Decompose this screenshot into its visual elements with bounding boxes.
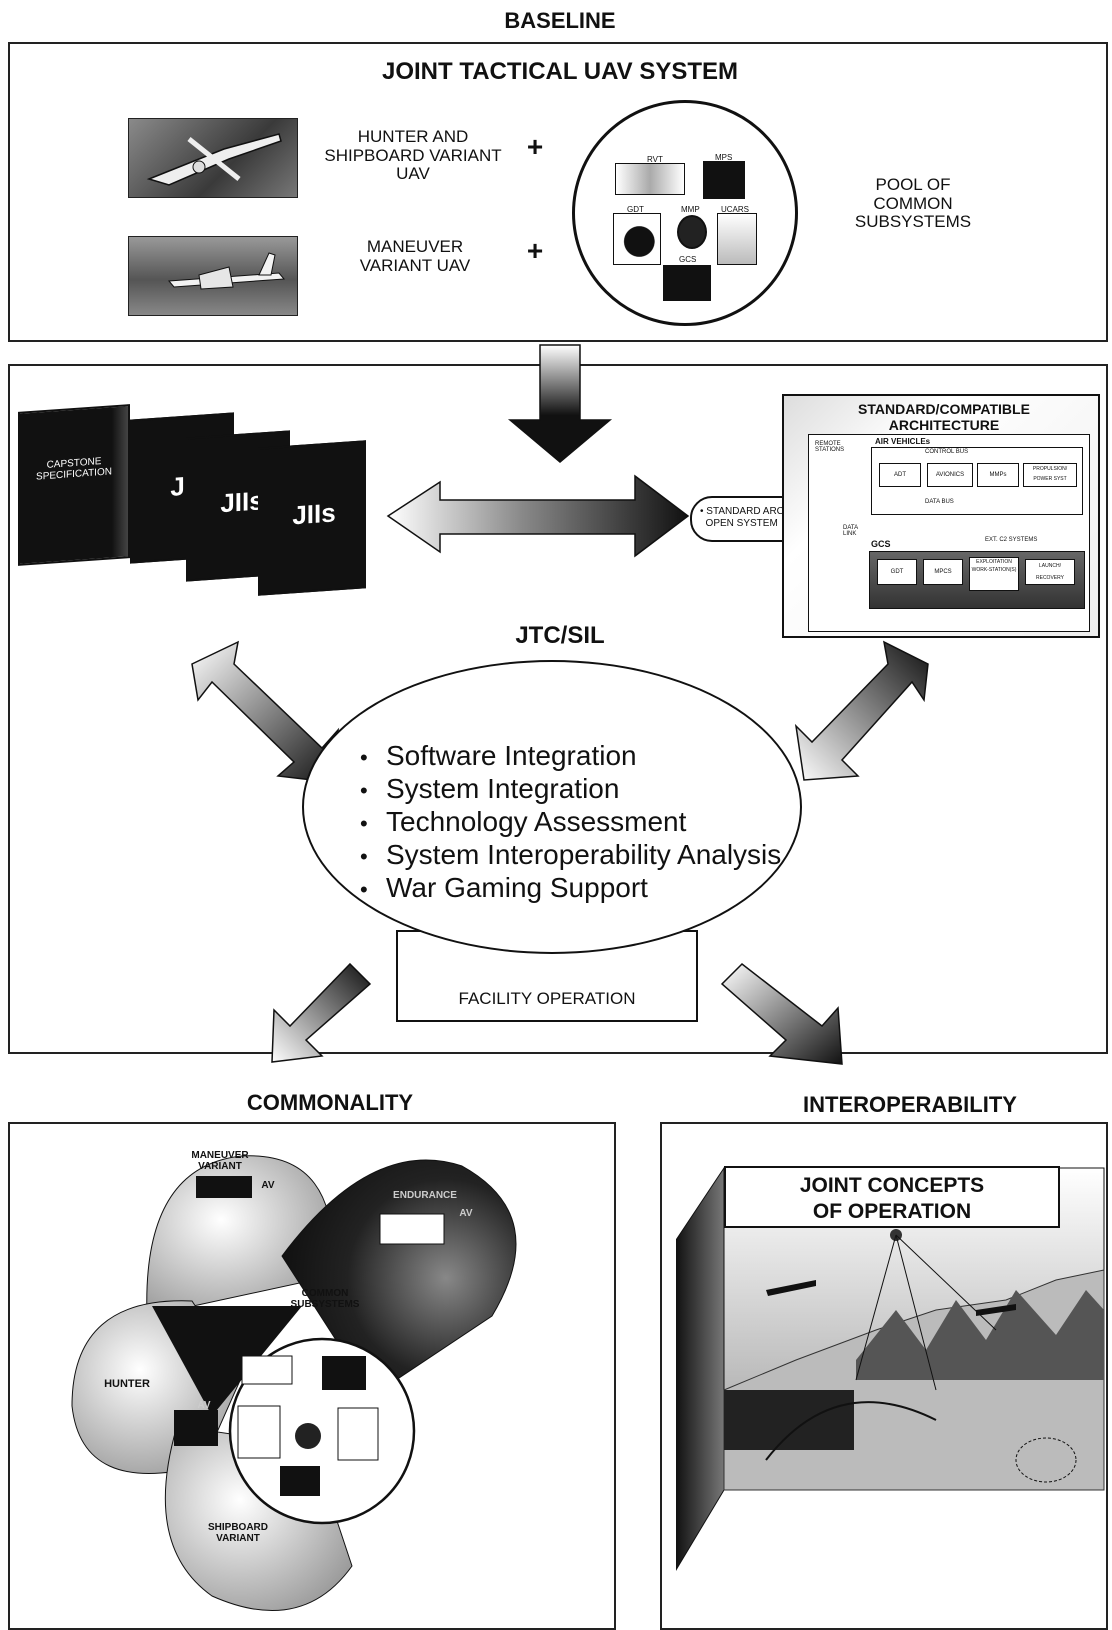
scene-uav-2	[976, 1304, 1016, 1316]
subsystem-pool-circle: RVT MPS GDT MMP UCARS GCS	[572, 100, 798, 326]
activity-item: •War Gaming Support	[360, 872, 648, 903]
activity-item: •Software Integration	[360, 740, 637, 771]
air-vehicles-box	[871, 447, 1083, 515]
arch-inner: REMOTE STATIONS AIR VEHICLEs CONTROL BUS…	[808, 434, 1090, 632]
av-box-mmps: MMPs	[977, 463, 1019, 487]
hunter-aircraft-image	[128, 118, 298, 198]
capstone-book: CAPSTONE SPECIFICATION	[18, 404, 130, 566]
jiis-book-3-label: JIIs	[292, 497, 336, 531]
facility-operation-label: FACILITY OPERATION	[458, 989, 636, 1008]
gcs-box-exploitation: EXPLOITATION WORK-STATION(S)	[969, 557, 1019, 591]
rvt-label: RVT	[647, 155, 663, 164]
ucars-label: UCARS	[721, 205, 750, 214]
activity-item: •System Interoperability Analysis	[360, 839, 782, 870]
gcs-box-launch: LAUNCH/ RECOVERY	[1025, 559, 1075, 585]
facility-operation-box: FACILITY OPERATION	[396, 930, 698, 1022]
jiis-book-3: JIIs	[258, 440, 366, 596]
common-gdt-icon	[237, 1405, 281, 1459]
scene-mountains	[856, 1290, 1104, 1380]
capstone-book-label: CAPSTONE SPECIFICATION	[36, 456, 112, 483]
maneuver-variant-label: MANEUVER VARIANT	[191, 1150, 249, 1172]
jtc-sil-title: JTC/SIL	[515, 622, 605, 649]
endurance-av-label: AV	[459, 1208, 473, 1219]
maneuver-aircraft-image	[128, 236, 298, 316]
common-ucars-icon	[337, 1407, 379, 1461]
open-system-line2: OPEN SYSTEM	[700, 518, 778, 529]
shipboard-variant-label: SHIPBOARD VARIANT	[207, 1522, 268, 1544]
maneuver-label: MANEUVER VARIANT UAV	[359, 237, 471, 275]
gdt-label: GDT	[627, 205, 644, 214]
scene-uav-1	[766, 1280, 816, 1296]
av-box-avionics: AVIONICS	[927, 463, 973, 487]
shipboard-av-label: AV	[197, 1400, 211, 1411]
gcs-box-gdt: GDT	[877, 559, 917, 585]
endurance-label: ENDURANCE	[393, 1190, 457, 1201]
av-box-propulsion: PROPULSION/ POWER SYST	[1023, 463, 1077, 487]
gdt-icon	[613, 213, 661, 265]
common-gcs-icon	[280, 1466, 320, 1496]
arch-title-line1: STANDARD/COMPATIBLE	[858, 401, 1030, 417]
endurance-av-icon	[379, 1213, 445, 1245]
data-link-label: DATA LINK	[843, 525, 858, 537]
joint-concepts-line1: JOINT CONCEPTS	[799, 1174, 985, 1197]
system-title: JOINT TACTICAL UAV SYSTEM	[381, 58, 738, 85]
hunter-label: HUNTER AND SHIPBOARD VARIANT UAV	[324, 127, 502, 184]
plus-sign-1: +	[526, 131, 544, 162]
arch-title-line2: ARCHITECTURE	[888, 417, 1000, 433]
gcs-icon	[663, 265, 711, 301]
data-bus-label: DATA BUS	[925, 499, 954, 505]
rvt-icon	[615, 163, 685, 195]
dark-wedge	[152, 1306, 302, 1416]
mps-label: MPS	[715, 153, 733, 162]
common-subsystems-circle	[228, 1337, 416, 1525]
ucars-icon	[717, 213, 757, 265]
joint-concepts-line2: OF OPERATION	[812, 1200, 972, 1223]
common-mps-icon	[322, 1356, 366, 1390]
gcs-label-arch: GCS	[871, 539, 891, 549]
hunter-lobe-label: HUNTER	[104, 1378, 150, 1390]
commonality-heading: COMMONALITY	[246, 1090, 414, 1115]
activity-item: •Technology Assessment	[360, 806, 687, 837]
scene-trajectory	[765, 1401, 937, 1461]
joint-concepts-box: JOINT CONCEPTS OF OPERATION	[724, 1166, 1060, 1228]
mmp-label: MMP	[681, 205, 700, 214]
scene-left-wall	[676, 1166, 725, 1571]
pool-label: POOL OF COMMON SUBSYSTEMS	[854, 175, 972, 232]
remote-stations-label: REMOTE STATIONS	[815, 441, 845, 453]
mps-icon	[703, 161, 745, 199]
baseline-heading: BASELINE	[504, 8, 616, 33]
maneuver-av-icon	[196, 1176, 252, 1198]
maneuver-av-label: AV	[261, 1180, 275, 1191]
gcs-box-mpcs: MPCS	[923, 559, 963, 585]
shipboard-av-icon	[174, 1410, 218, 1446]
endurance-lobe	[281, 1159, 517, 1397]
activities-ellipse: •Software Integration •System Integratio…	[302, 660, 802, 954]
interoperability-heading: INTEROPERABILITY	[803, 1092, 1017, 1117]
gcs-label: GCS	[679, 255, 697, 264]
control-bus-label: CONTROL BUS	[925, 449, 969, 455]
commonality-venn	[71, 1155, 517, 1612]
activities-list: •Software Integration •System Integratio…	[360, 740, 781, 905]
common-rvt-icon	[241, 1355, 293, 1385]
common-subsystems-label: COMMON SUBSYSTEMS	[290, 1288, 360, 1310]
activity-item: •System Integration	[360, 773, 620, 804]
scene-water	[724, 1390, 854, 1450]
av-box-adt: ADT	[879, 463, 921, 487]
scene-target-zone	[1015, 1437, 1077, 1483]
air-vehicles-label: AIR VEHICLEs	[875, 437, 931, 446]
plus-sign-2: +	[526, 235, 544, 266]
ext-c2-label: EXT. C2 SYSTEMS	[985, 537, 1038, 543]
common-mmp-icon	[295, 1423, 321, 1449]
mmp-icon	[677, 215, 707, 249]
architecture-box: STANDARD/COMPATIBLE ARCHITECTURE REMOTE …	[782, 394, 1100, 638]
